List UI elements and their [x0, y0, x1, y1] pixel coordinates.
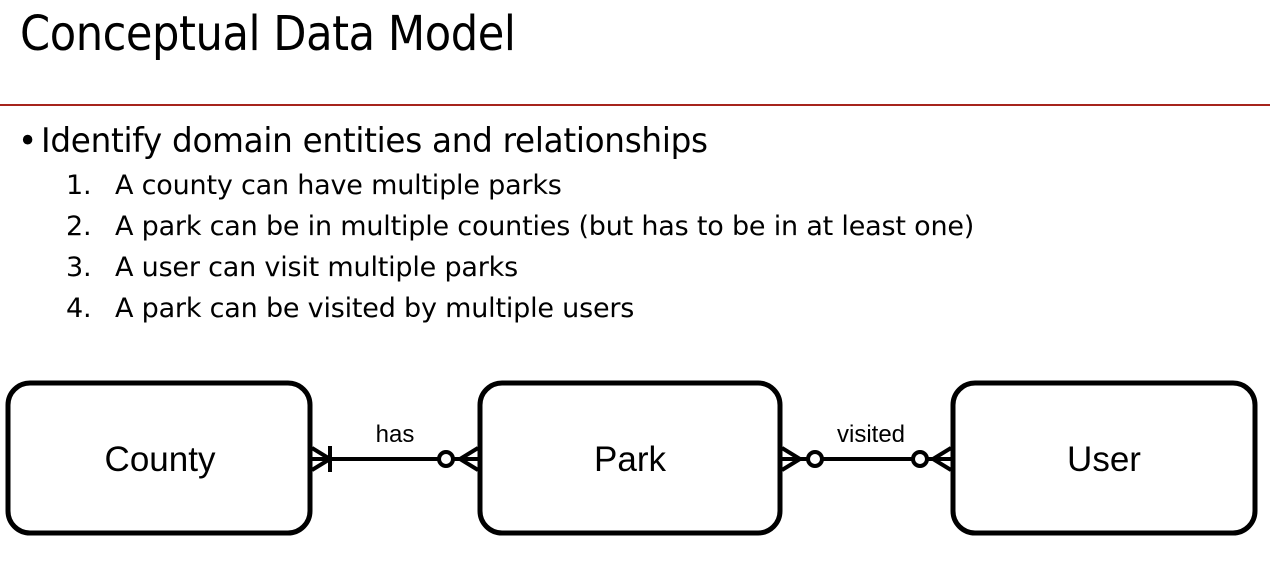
- list-item: 3. A user can visit multiple parks: [66, 250, 974, 291]
- optional-circle-icon: [911, 450, 929, 468]
- optional-circle-icon: [437, 450, 455, 468]
- list-item-number: 1.: [66, 170, 92, 201]
- entity-label-county: County: [105, 440, 216, 479]
- optional-circle-icon: [806, 450, 824, 468]
- relationship-label-has: has: [376, 421, 415, 448]
- list-item-text: A county can have multiple parks: [115, 170, 562, 201]
- main-bullet: •Identify domain entities and relationsh…: [18, 120, 708, 162]
- relationship-label-visited: visited: [837, 421, 905, 448]
- entity-box-user: [950, 380, 1258, 536]
- list-item: 2. A park can be in multiple counties (bu…: [66, 209, 974, 250]
- list-item-number: 2.: [66, 211, 92, 242]
- entity-box-county: [5, 380, 313, 536]
- entity-label-park: Park: [594, 440, 666, 479]
- slide-title: Conceptual Data Model: [20, 6, 516, 62]
- list-item: 1. A county can have multiple parks: [66, 168, 974, 209]
- bullet-text: Identify domain entities and relationshi…: [41, 121, 708, 161]
- list-item-number: 4.: [66, 293, 92, 324]
- list-item-text: A park can be in multiple counties (but …: [115, 211, 975, 242]
- list-item: 4. A park can be visited by multiple user…: [66, 291, 974, 332]
- entity-box-park: [477, 380, 783, 536]
- requirements-list: 1. A county can have multiple parks 2. A p…: [66, 168, 974, 332]
- crows-foot-icon: [929, 446, 953, 472]
- crows-foot-icon: [456, 446, 480, 472]
- list-item-number: 3.: [66, 252, 92, 283]
- entity-label-user: User: [1067, 440, 1141, 479]
- crows-foot-icon: [780, 446, 804, 472]
- list-item-text: A user can visit multiple parks: [115, 252, 518, 283]
- bullet-dot: •: [18, 121, 37, 161]
- list-item-text: A park can be visited by multiple users: [115, 293, 635, 324]
- title-rule: [0, 104, 1270, 106]
